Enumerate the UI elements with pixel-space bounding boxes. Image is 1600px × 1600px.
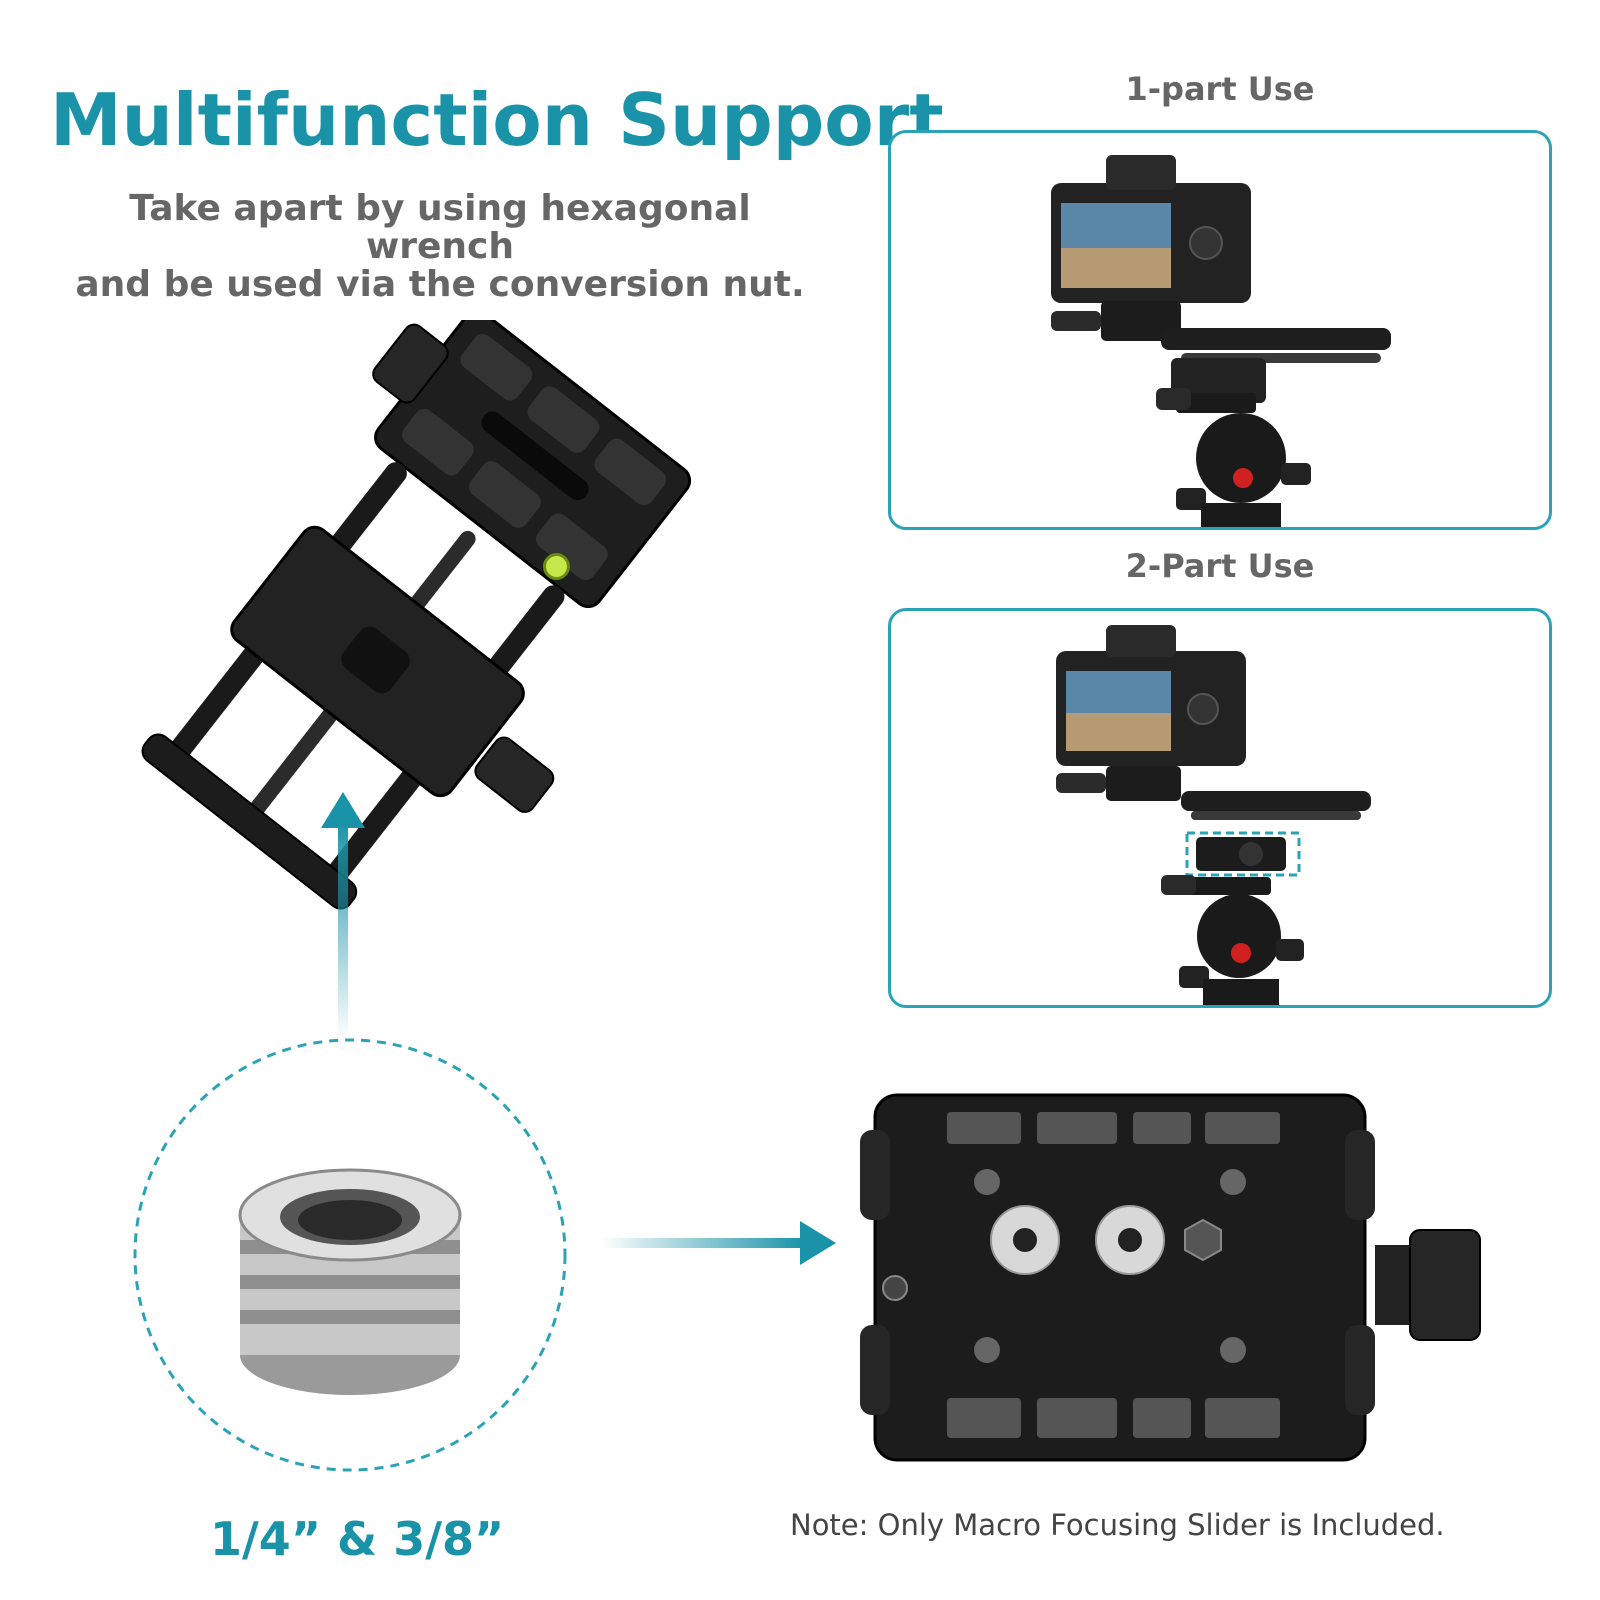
one-part-setup-image (1051, 155, 1391, 527)
arrow-right-icon (600, 1221, 836, 1265)
panel-1-part-use (888, 130, 1552, 530)
adapter-size-label: 1/4” & 3/8” (210, 1512, 505, 1566)
page-title: Multifunction Support (50, 78, 944, 162)
subtitle-line-1: Take apart by using hexagonal wrench (129, 188, 751, 267)
adapter-circle (133, 1038, 567, 1472)
panel-2-part-use (888, 608, 1552, 1008)
panel-1-label: 1-part Use (1125, 70, 1315, 108)
slider-bottom-view-image (860, 1093, 1481, 1462)
subtitle-line-2: and be used via the conversion nut. (75, 264, 805, 305)
footer-note: Note: Only Macro Focusing Slider is Incl… (790, 1508, 1445, 1542)
subtitle: Take apart by using hexagonal wrench and… (60, 190, 820, 304)
conversion-nut-image (238, 1168, 462, 1395)
panel-2-label: 2-Part Use (1125, 547, 1315, 585)
arrow-up-icon (321, 792, 365, 1040)
macro-slider-image (141, 320, 692, 910)
two-part-setup-image (1056, 625, 1371, 1005)
